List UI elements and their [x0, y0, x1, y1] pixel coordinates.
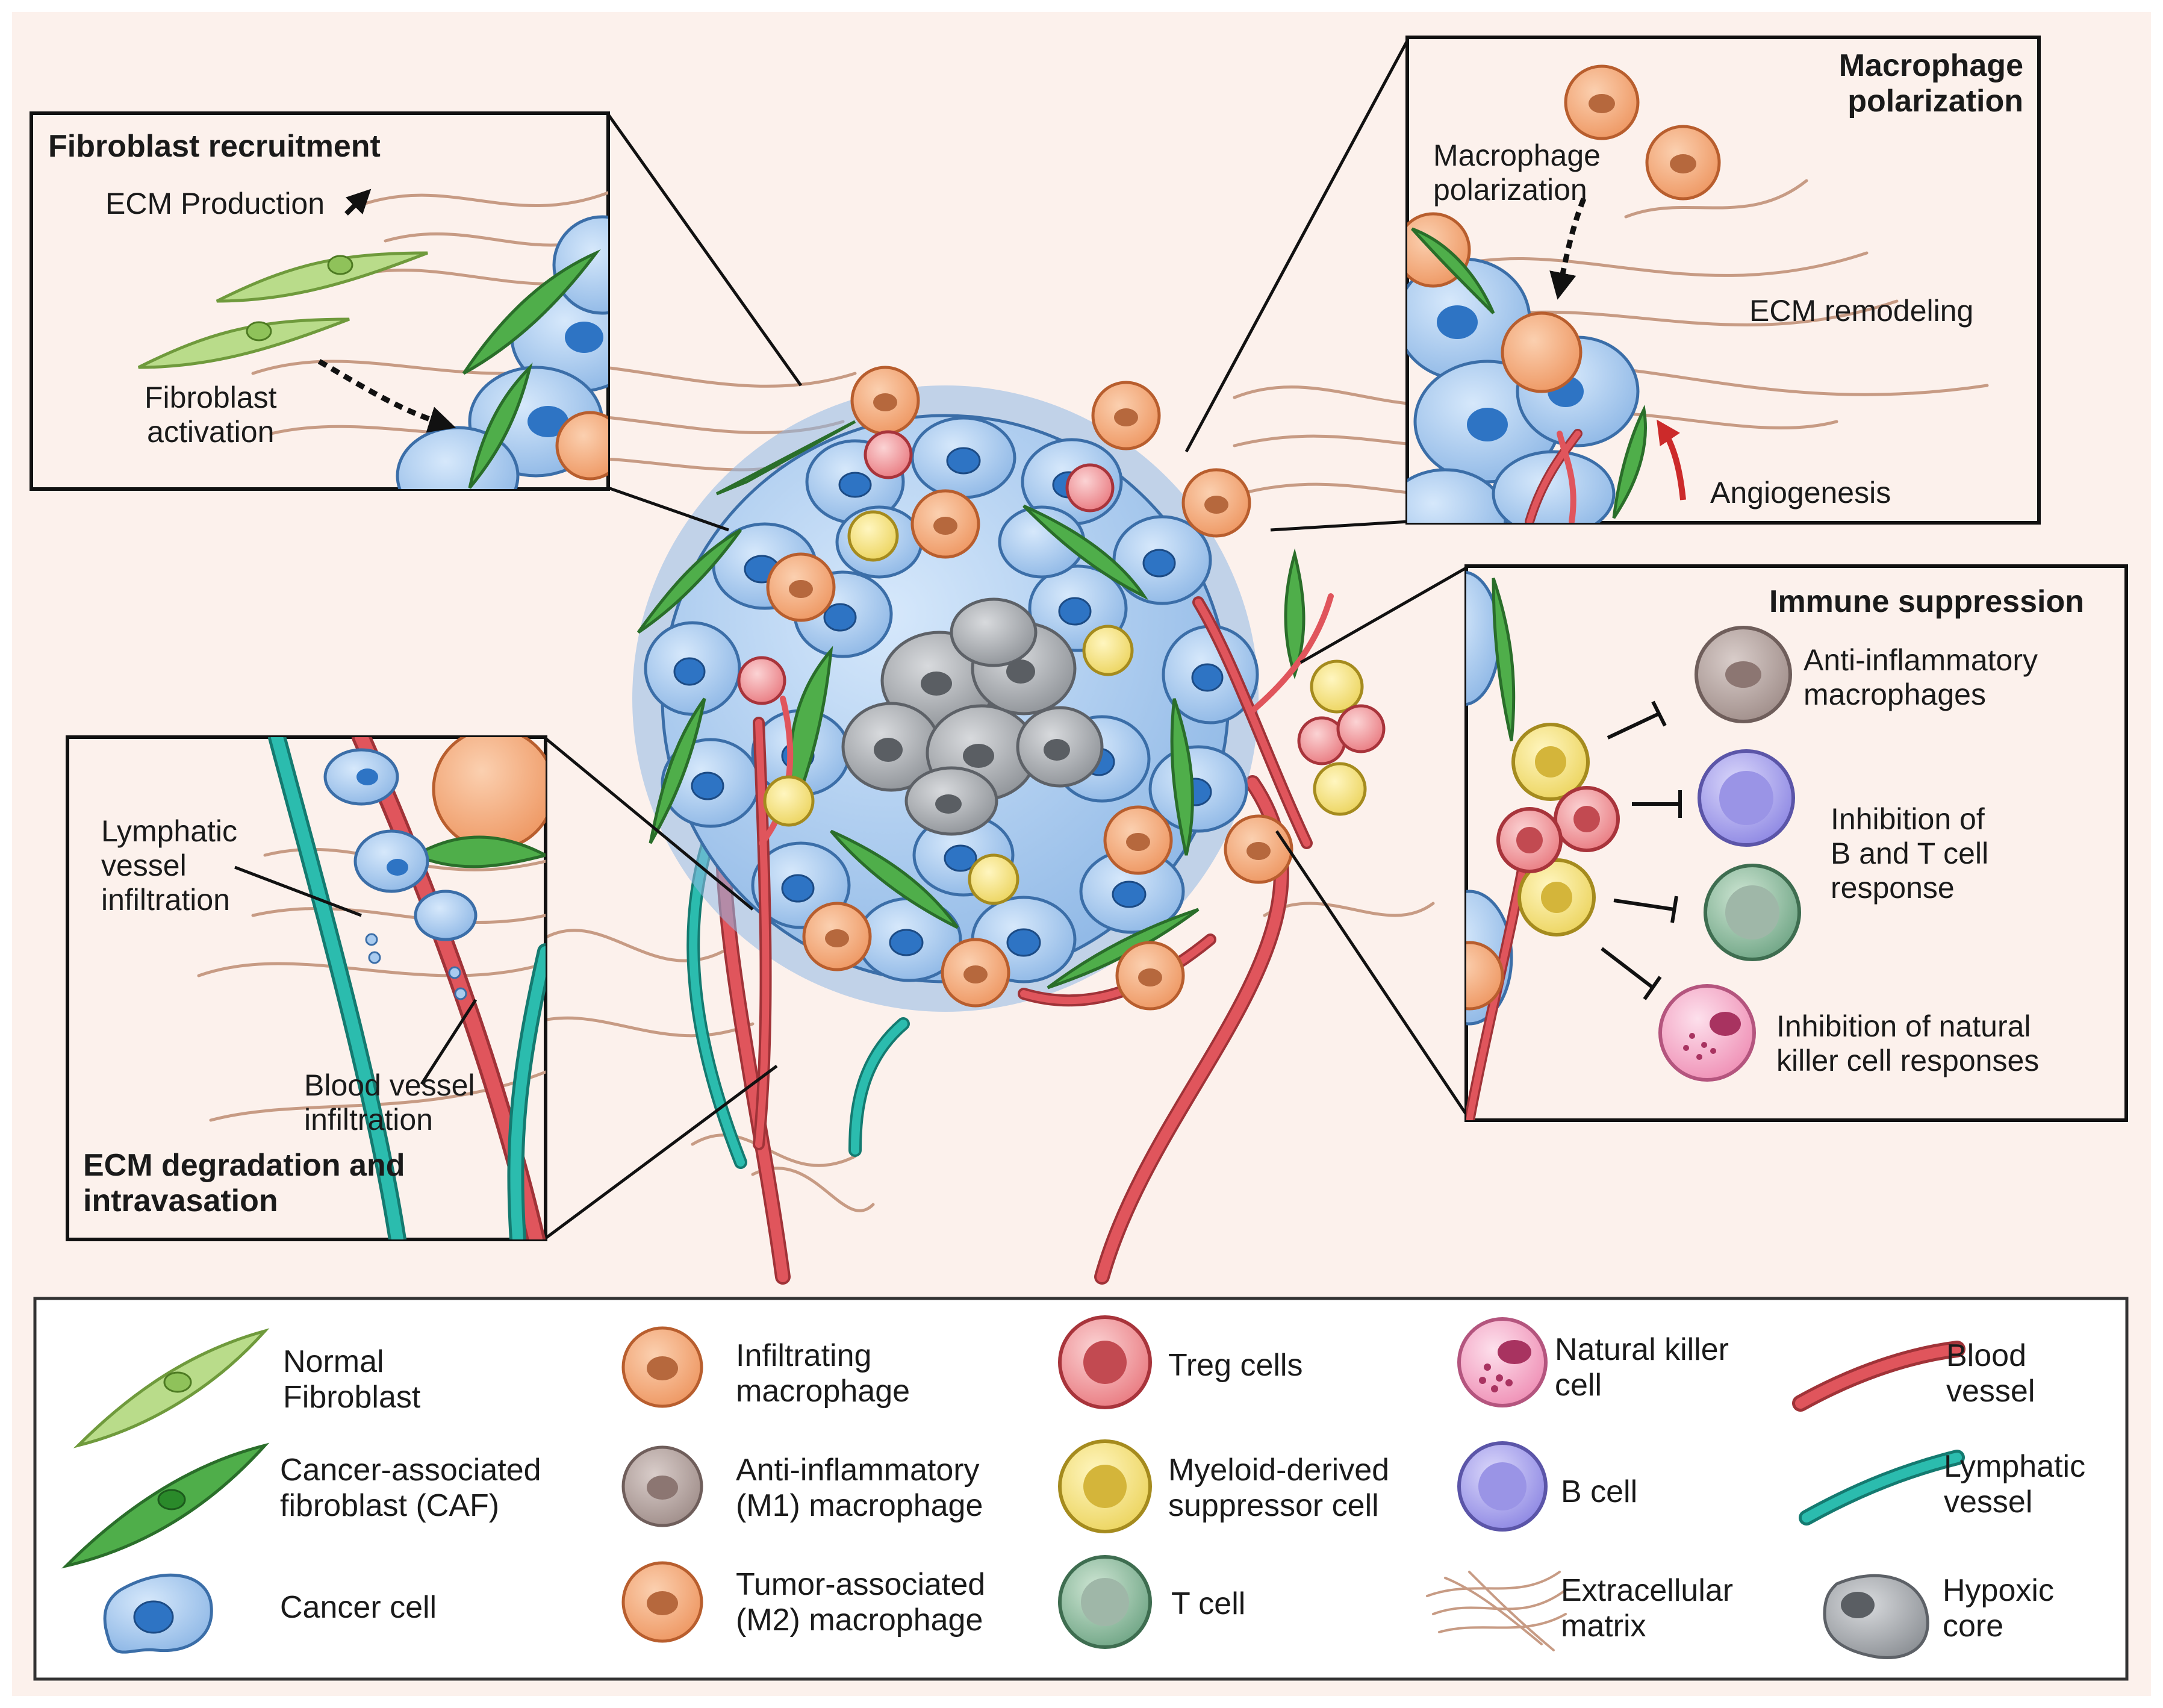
- anti-inflammatory-label: Anti-inflammatory macrophages: [1804, 643, 2038, 711]
- tumor-mass: [632, 366, 1386, 1150]
- lymphatic-infiltration-label: Lymphatic vessel infiltration: [101, 814, 238, 917]
- tumor-treg-cells: [737, 430, 1386, 765]
- legend-hypoxic-core-icon: [1823, 1574, 1929, 1659]
- macrophage-panel-title: Macrophage polarization: [1838, 48, 2023, 119]
- legend-normal-fibroblast-label: Normal Fibroblast: [283, 1344, 421, 1415]
- blood-infiltration-label: Blood vessel infiltration: [304, 1068, 475, 1136]
- panel-macrophage-polarization: [1405, 36, 2041, 525]
- ecm-degradation-panel-title: ECM degradation and intravasation: [83, 1148, 405, 1219]
- legend-b-cell-label: B cell: [1561, 1474, 1638, 1509]
- legend-caf-label: Cancer-associated fibroblast (CAF): [280, 1453, 541, 1524]
- legend-infiltrating-macrophage-label: Infiltrating macrophage: [736, 1338, 910, 1409]
- fibroblast-panel-title: Fibroblast recruitment: [48, 129, 381, 164]
- legend-ecm-icon: [1426, 1571, 1567, 1651]
- callout-lines: [544, 36, 1471, 1240]
- legend-m1-macrophage-label: Anti-inflammatory (M1) macrophage: [736, 1453, 983, 1524]
- legend-nk-cell-label: Natural killer cell: [1555, 1332, 1729, 1403]
- legend-nk-cell-icon: [1457, 1317, 1548, 1407]
- legend-treg-label: Treg cells: [1168, 1348, 1303, 1383]
- ecm-remodeling-label: ECM remodeling: [1749, 294, 1974, 328]
- legend-blood-vessel-label: Blood vessel: [1946, 1338, 2035, 1409]
- tumor-mdsc-cells: [763, 510, 1367, 905]
- fibroblast-activation-label: Fibroblast activation: [145, 381, 277, 449]
- legend-cancer-cell-label: Cancer cell: [280, 1590, 437, 1625]
- legend-mdsc-label: Myeloid-derived suppressor cell: [1168, 1453, 1390, 1524]
- tumor-blood-vessels: [753, 593, 1334, 1150]
- inhibition-nk-label: Inhibition of natural killer cell respon…: [1776, 1009, 2040, 1077]
- legend-m2-macrophage-label: Tumor-associated (M2) macrophage: [736, 1567, 986, 1638]
- legend-ecm-label: Extracellular matrix: [1561, 1573, 1734, 1644]
- hypoxic-core-nuclei: [874, 659, 1070, 814]
- immune-nk-cell: [1658, 984, 1756, 1082]
- macrophage-polarization-label: Macrophage polarization: [1433, 139, 1601, 207]
- tumor-macrophage-nuclei: [789, 393, 1271, 986]
- panel-ecm-degradation: [66, 735, 547, 1241]
- panel-fibroblast-recruitment: [30, 111, 610, 491]
- legend-icons: [61, 1315, 1965, 1659]
- legend-lymphatic-vessel-label: Lymphatic vessel: [1944, 1449, 2086, 1520]
- ecm-production-label: ECM Production: [105, 187, 325, 220]
- panel-immune-suppression: [1464, 564, 2128, 1122]
- inhibition-bt-label: Inhibition of B and T cell response: [1831, 802, 1989, 905]
- legend-hypoxic-core-label: Hypoxic core: [1943, 1573, 2054, 1644]
- angiogenesis-label: Angiogenesis: [1710, 476, 1891, 510]
- legend-t-cell-label: T cell: [1171, 1586, 1246, 1621]
- immune-panel-title: Immune suppression: [1769, 584, 2084, 619]
- tumor-caf-cells: [636, 420, 1306, 990]
